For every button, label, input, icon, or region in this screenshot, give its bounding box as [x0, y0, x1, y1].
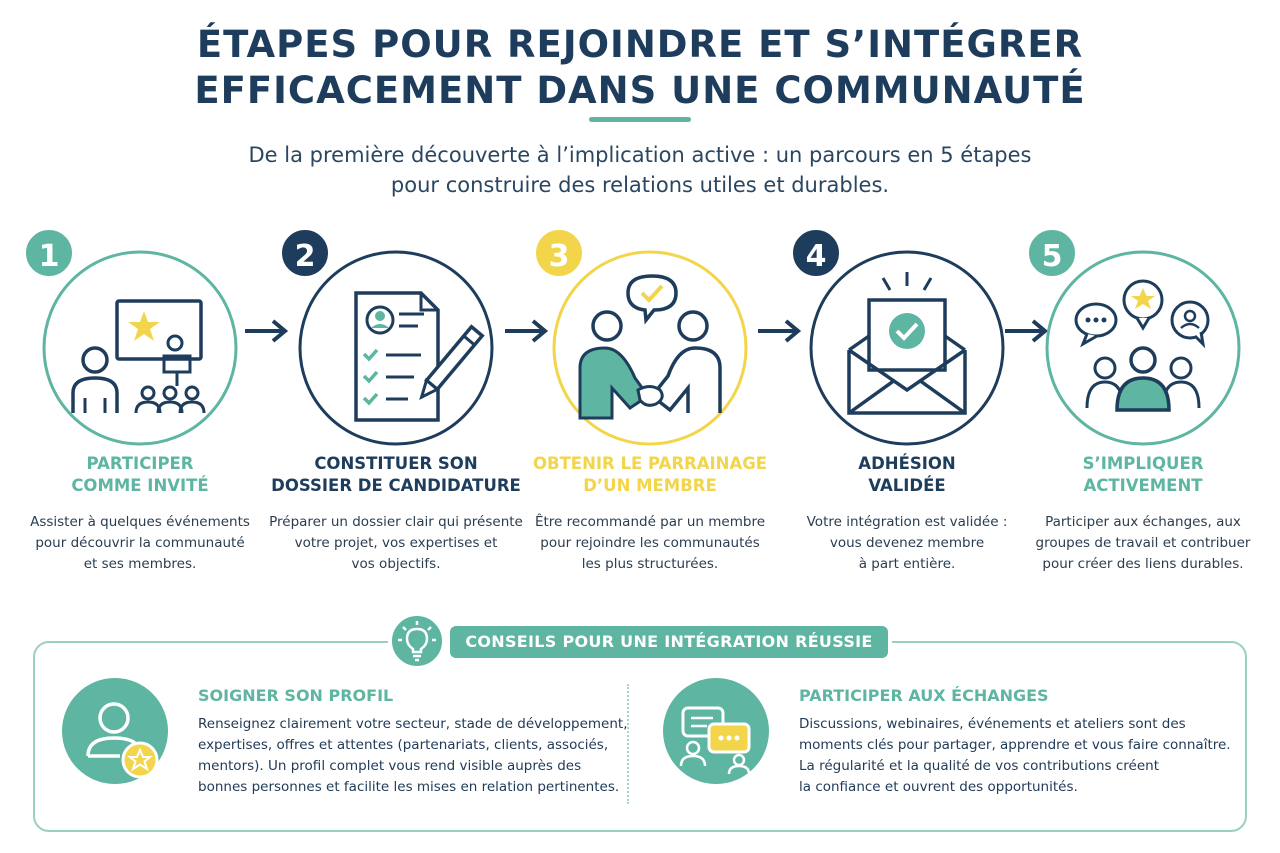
step-desc-line-3: vos objectifs. [351, 556, 441, 572]
tip-line: bonnes personnes et facilite les mises e… [198, 779, 620, 795]
tip-line: Renseignez clairement votre secteur, sta… [198, 716, 628, 732]
profile-star-icon [62, 678, 168, 784]
step-desc-line-3: à part entière. [858, 556, 956, 572]
step-desc-line-3: et ses membres. [83, 556, 197, 572]
step-title-line-1: CONSTITUER SON [314, 454, 478, 473]
step-desc-line-1: Votre intégration est validée : [806, 514, 1008, 530]
step-desc-line-2: groupes de travail et contribuer [1035, 535, 1251, 551]
step-1: 1 PARTICIPER COMME INVITÉ Assister à que… [15, 223, 265, 583]
step-title-line-1: ADHÉSION [858, 454, 956, 473]
tip-line: Discussions, webinaires, événements et a… [799, 716, 1186, 732]
step-title-line-2: VALIDÉE [868, 476, 946, 495]
arrow-right-icon [758, 319, 802, 343]
step-number-badge: 2 [278, 226, 332, 280]
step-number-badge: 3 [532, 226, 586, 280]
title-line-1: ÉTAPES POUR REJOINDRE ET S’INTÉGRER [196, 23, 1084, 66]
step-number-badge: 4 [789, 226, 843, 280]
step-desc-line-2: vous devenez membre [829, 535, 985, 551]
presentation-audience-icon [42, 250, 238, 446]
step-title: CONSTITUER SON DOSSIER DE CANDIDATURE [261, 453, 531, 497]
community-chat-icon [1045, 250, 1241, 446]
handshake-icon [552, 250, 748, 446]
tip-description: Discussions, webinaires, événements et a… [799, 714, 1239, 798]
envelope-check-icon [809, 250, 1005, 446]
page-title: ÉTAPES POUR REJOINDRE ET S’INTÉGRER EFFI… [0, 22, 1280, 114]
step-number-badge: 1 [22, 226, 76, 280]
step-title-line-2: D’UN MEMBRE [583, 476, 717, 495]
tip-line: la confiance et ouvrent des opportunités… [799, 779, 1078, 795]
step-2: 2 CONSTITUER SON DOSSIER DE CANDIDATURE … [269, 223, 523, 583]
step-desc-line-3: les plus structurées. [581, 556, 719, 572]
step-title-line-1: OBTENIR LE PARRAINAGE [532, 454, 768, 473]
tip-title: PARTICIPER AUX ÉCHANGES [799, 686, 1049, 705]
tip-title: SOIGNER SON PROFIL [198, 686, 394, 705]
arrow-right-icon [505, 319, 549, 343]
step-title-line-2: ACTIVEMENT [1083, 476, 1203, 495]
step-description: Votre intégration est validée : vous dev… [772, 512, 1042, 575]
step-4: 4 ADHÉSION VALIDÉE Votre intégration est… [782, 223, 1032, 583]
step-3: 3 OBTENIR LE PARRAINAGE D’UN MEMBRE Être… [525, 223, 775, 583]
tip-description: Renseignez clairement votre secteur, sta… [198, 714, 638, 798]
tips-divider [627, 684, 629, 804]
tip-line: expertises, offres et attentes (partenar… [198, 737, 609, 753]
step-title: ADHÉSION VALIDÉE [772, 453, 1042, 497]
step-title-line-2: COMME INVITÉ [71, 476, 209, 495]
arrow-right-icon [1005, 319, 1049, 343]
title-underline [589, 117, 691, 122]
step-desc-line-3: pour créer des liens durables. [1042, 556, 1244, 572]
step-description: Préparer un dossier clair qui présente v… [261, 512, 531, 575]
application-form-icon [298, 250, 494, 446]
step-description: Être recommandé par un membre pour rejoi… [515, 512, 785, 575]
tip-exchanges: PARTICIPER AUX ÉCHANGES Discussions, web… [663, 676, 1231, 816]
step-title: S’IMPLIQUER ACTIVEMENT [1008, 453, 1278, 497]
step-desc-line-1: Être recommandé par un membre [534, 514, 766, 530]
step-desc-line-2: pour découvrir la communauté [35, 535, 245, 551]
tip-profile: SOIGNER SON PROFIL Renseignez clairement… [62, 676, 627, 816]
step-title-line-1: S’IMPLIQUER [1082, 454, 1204, 473]
tips-header: CONSEILS POUR UNE INTÉGRATION RÉUSSIE [388, 612, 892, 670]
step-description: Participer aux échanges, aux groupes de … [1008, 512, 1278, 575]
tip-line: moments clés pour partager, apprendre et… [799, 737, 1231, 753]
step-title-line-1: PARTICIPER [86, 454, 194, 473]
chat-bubbles-icon [663, 678, 769, 784]
tips-title: CONSEILS POUR UNE INTÉGRATION RÉUSSIE [450, 626, 888, 658]
arrow-right-icon [245, 319, 289, 343]
step-desc-line-1: Participer aux échanges, aux [1045, 514, 1241, 530]
step-title-line-2: DOSSIER DE CANDIDATURE [271, 476, 521, 495]
step-description: Assister à quelques événements pour déco… [5, 512, 275, 575]
step-desc-line-1: Assister à quelques événements [30, 514, 250, 530]
lightbulb-icon [388, 612, 446, 670]
tip-line: La régularité et la qualité de vos contr… [799, 758, 1159, 774]
subtitle-line-2: pour construire des relations utiles et … [390, 173, 890, 197]
subtitle-line-1: De la première découverte à l’implicatio… [248, 143, 1032, 167]
tip-line: mentors). Un profil complet vous rend vi… [198, 758, 582, 774]
step-title: PARTICIPER COMME INVITÉ [5, 453, 275, 497]
page-subtitle: De la première découverte à l’implicatio… [0, 140, 1280, 200]
step-5: 5 S’IMPLIQUER ACTIVEMENT Participer aux … [1018, 223, 1268, 583]
title-line-2: EFFICACEMENT DANS UNE COMMUNAUTÉ [194, 69, 1086, 112]
step-title: OBTENIR LE PARRAINAGE D’UN MEMBRE [515, 453, 785, 497]
step-number-badge: 5 [1025, 226, 1079, 280]
step-desc-line-1: Préparer un dossier clair qui présente [269, 514, 523, 530]
step-desc-line-2: pour rejoindre les communautés [540, 535, 760, 551]
step-desc-line-2: votre projet, vos expertises et [294, 535, 498, 551]
